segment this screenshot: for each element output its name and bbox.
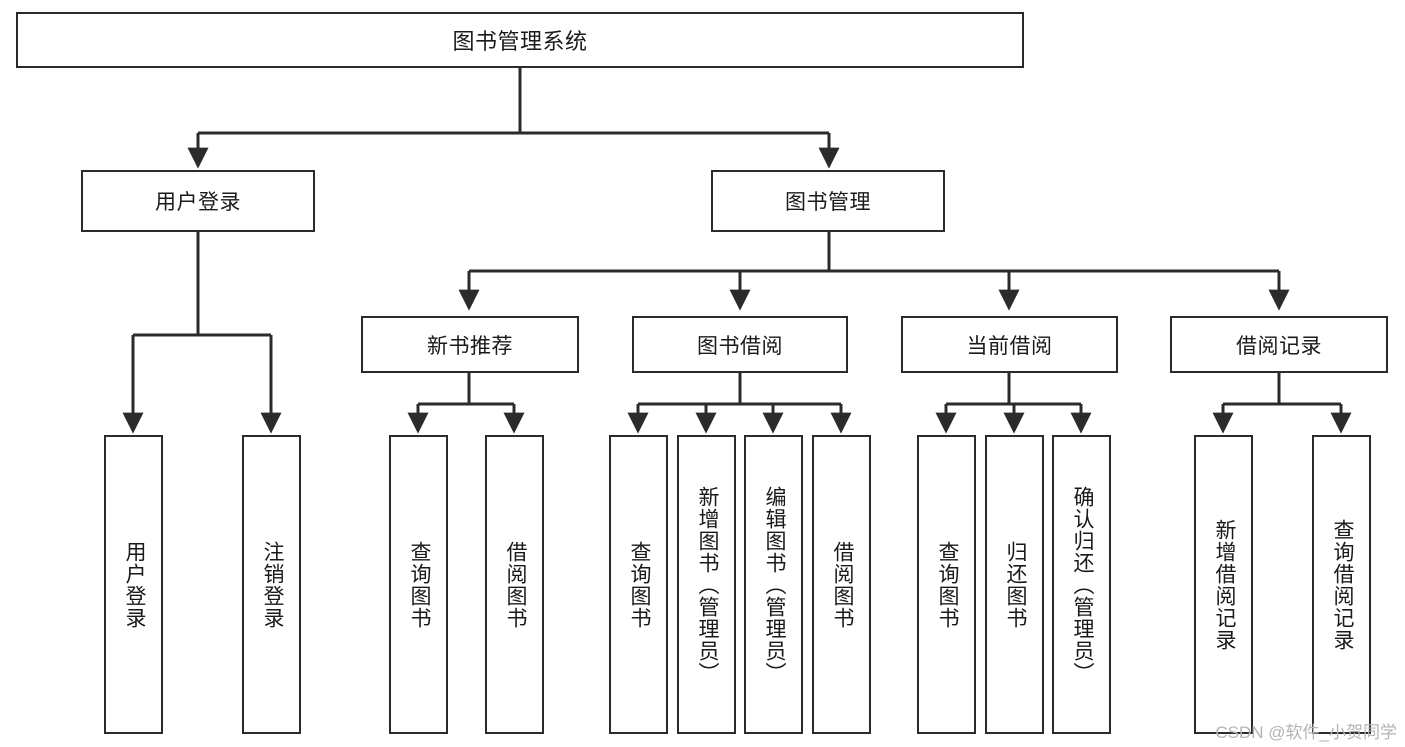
node-leaf-borrow-book-1[interactable]: 借阅图书 [485, 435, 544, 734]
node-leaf-borrow-book-1-label: 借阅图书 [503, 540, 527, 629]
node-borrow-record[interactable]: 借阅记录 [1170, 316, 1388, 373]
node-leaf-edit-book[interactable]: 编辑图书（管理员） [744, 435, 803, 734]
node-leaf-borrow-book-2[interactable]: 借阅图书 [812, 435, 871, 734]
node-leaf-logout-login[interactable]: 注销登录 [242, 435, 301, 734]
node-user-login[interactable]: 用户登录 [81, 170, 315, 232]
node-leaf-user-login-label: 用户登录 [122, 540, 146, 629]
node-new-book-recommend[interactable]: 新书推荐 [361, 316, 579, 373]
watermark-text: CSDN @软件_小贺同学 [1215, 723, 1397, 742]
node-leaf-confirm-return-label: 确认归还（管理员） [1070, 485, 1094, 684]
node-leaf-confirm-return[interactable]: 确认归还（管理员） [1052, 435, 1111, 734]
node-user-login-label: 用户登录 [155, 191, 241, 214]
node-leaf-query-book-3-label: 查询图书 [935, 540, 959, 629]
node-current-borrow[interactable]: 当前借阅 [901, 316, 1118, 373]
node-leaf-query-book-1[interactable]: 查询图书 [389, 435, 448, 734]
node-leaf-query-record[interactable]: 查询借阅记录 [1312, 435, 1371, 734]
node-book-borrow[interactable]: 图书借阅 [632, 316, 848, 373]
node-book-borrow-label: 图书借阅 [697, 334, 783, 358]
node-book-manage[interactable]: 图书管理 [711, 170, 945, 232]
node-root[interactable]: 图书管理系统 [16, 12, 1024, 68]
node-leaf-query-book-2[interactable]: 查询图书 [609, 435, 668, 734]
node-current-borrow-label: 当前借阅 [966, 334, 1053, 358]
node-leaf-query-book-1-label: 查询图书 [407, 540, 431, 629]
node-leaf-return-book-label: 归还图书 [1003, 540, 1027, 629]
node-leaf-user-login[interactable]: 用户登录 [104, 435, 163, 734]
node-leaf-query-book-2-label: 查询图书 [627, 540, 651, 629]
node-leaf-add-record-label: 新增借阅记录 [1212, 518, 1236, 651]
node-leaf-query-record-label: 查询借阅记录 [1330, 518, 1354, 651]
node-book-manage-label: 图书管理 [785, 191, 871, 214]
node-leaf-return-book[interactable]: 归还图书 [985, 435, 1044, 734]
node-leaf-add-book-label: 新增图书（管理员） [695, 485, 719, 684]
node-leaf-logout-login-label: 注销登录 [260, 540, 284, 629]
node-root-label: 图书管理系统 [452, 29, 588, 54]
node-leaf-borrow-book-2-label: 借阅图书 [830, 540, 854, 629]
node-leaf-add-record[interactable]: 新增借阅记录 [1194, 435, 1253, 734]
node-borrow-record-label: 借阅记录 [1236, 334, 1322, 358]
node-leaf-edit-book-label: 编辑图书（管理员） [762, 485, 786, 684]
node-leaf-query-book-3[interactable]: 查询图书 [917, 435, 976, 734]
node-new-book-recommend-label: 新书推荐 [427, 334, 513, 358]
node-leaf-add-book[interactable]: 新增图书（管理员） [677, 435, 736, 734]
